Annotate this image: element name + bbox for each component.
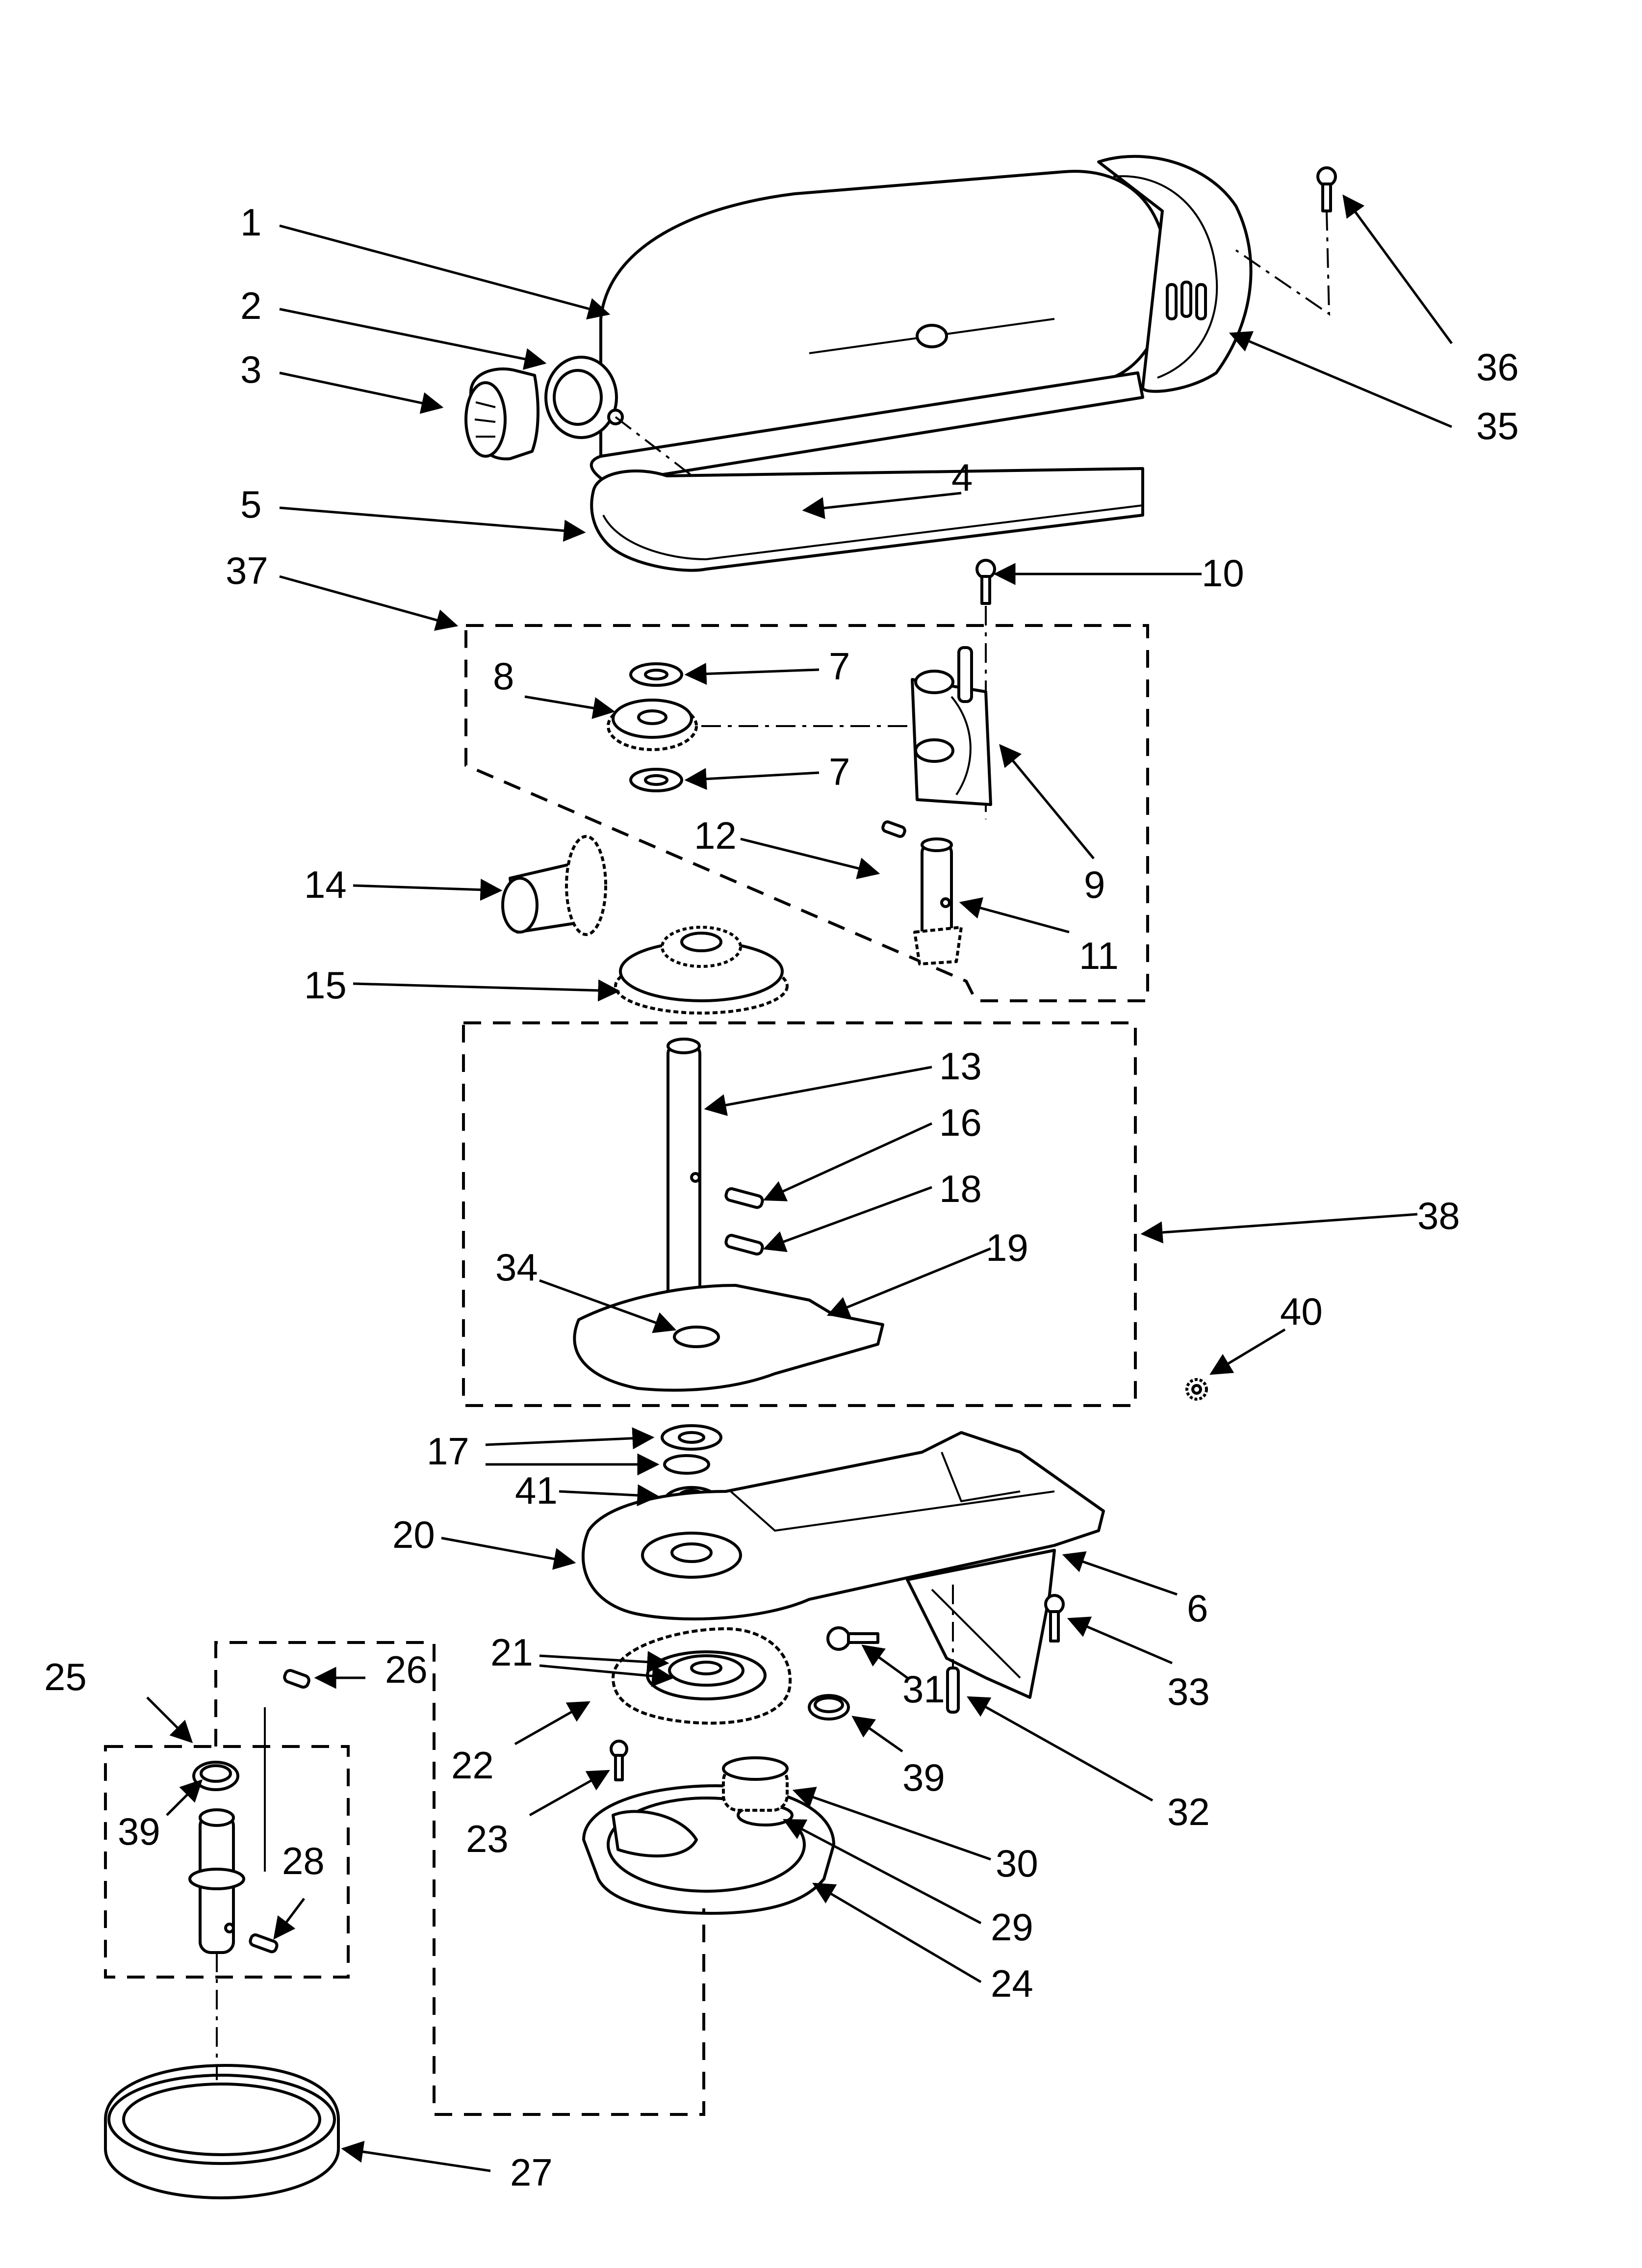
- pinion-gear-30: [722, 1756, 789, 1812]
- washer-7-bottom: [629, 768, 683, 792]
- callout-37: 37: [226, 549, 268, 592]
- bevel-gear-group-outline: [214, 1641, 705, 2116]
- leader-lines: [146, 194, 1453, 2172]
- callout-2: 2: [240, 284, 261, 327]
- gear-14: [501, 835, 607, 936]
- callout-8: 8: [493, 654, 514, 698]
- trim-band: [590, 467, 1144, 572]
- callout-20: 20: [392, 1513, 435, 1556]
- callout-13: 13: [939, 1044, 982, 1088]
- callout-32: 32: [1167, 1790, 1210, 1833]
- screw-23: [610, 1740, 628, 1781]
- washers-17: [661, 1424, 722, 1475]
- washers-21: [668, 1654, 744, 1687]
- rear-cap: [1097, 155, 1253, 393]
- gear-housing-20: [581, 1431, 1105, 1620]
- callout-22: 22: [451, 1744, 494, 1787]
- gear-case-cover-24: [582, 1784, 835, 1915]
- callout-17: 17: [427, 1430, 469, 1473]
- callout-26: 26: [385, 1648, 428, 1691]
- gear-15: [614, 926, 789, 1015]
- callout-34: 34: [495, 1246, 538, 1289]
- callout-labels: 1 2 3 4 5 6 7 7 8 9 10 11 12 13 14 15 16…: [44, 201, 1519, 2194]
- callout-31: 31: [902, 1668, 945, 1711]
- screw-31: [826, 1626, 879, 1651]
- callout-39a: 39: [902, 1756, 945, 1799]
- gear-8: [607, 699, 912, 751]
- callout-11: 11: [1079, 934, 1119, 977]
- callout-15: 15: [304, 964, 347, 1007]
- pin-12: [881, 820, 906, 838]
- callout-38: 38: [1417, 1194, 1460, 1237]
- callout-19: 19: [986, 1226, 1028, 1269]
- motor-housing: [590, 170, 1169, 485]
- callout-3: 3: [240, 348, 261, 391]
- callout-12: 12: [694, 814, 737, 857]
- callout-28: 28: [282, 1839, 325, 1882]
- callout-25: 25: [44, 1655, 87, 1698]
- shaft-group-box: [462, 1021, 1137, 1407]
- callout-24: 24: [991, 1962, 1033, 2005]
- beater-shaft: [188, 1808, 245, 1954]
- worm-shaft-11: [913, 837, 963, 965]
- gear-bracket-9: [911, 646, 992, 806]
- callout-30: 30: [996, 1842, 1038, 1885]
- callout-1: 1: [240, 201, 261, 244]
- pin-28: [249, 1933, 279, 1954]
- callout-21: 21: [490, 1631, 533, 1674]
- callout-27: 27: [510, 2151, 553, 2194]
- callout-7a: 7: [829, 645, 850, 688]
- callout-23: 23: [466, 1817, 509, 1860]
- callout-18: 18: [939, 1167, 982, 1210]
- ring-39-left: [192, 1761, 239, 1791]
- hub-cap: [464, 367, 539, 461]
- callout-6: 6: [1187, 1587, 1208, 1630]
- motor-base-bracket-6: [906, 1549, 1056, 1699]
- callout-16: 16: [939, 1101, 982, 1144]
- attachment-hub: [544, 356, 624, 439]
- gasket-19: [573, 1284, 884, 1392]
- pin-26: [264, 1668, 310, 1872]
- screw-33: [1044, 1594, 1065, 1642]
- callout-10: 10: [1202, 551, 1244, 595]
- pin-32: [946, 1585, 960, 1714]
- planetary-shaft-13: [667, 1038, 701, 1306]
- star-washer-40: [1185, 1378, 1208, 1401]
- callout-39b: 39: [118, 1810, 160, 1853]
- callout-14: 14: [304, 863, 347, 906]
- callout-29: 29: [991, 1905, 1033, 1949]
- pin-16: [724, 1187, 764, 1209]
- screw-36: [1235, 166, 1337, 316]
- callout-4: 4: [951, 456, 973, 499]
- callout-35: 35: [1476, 404, 1519, 447]
- callout-36: 36: [1476, 345, 1519, 389]
- beater-shaft-box: [104, 1745, 350, 1979]
- callout-41: 41: [515, 1469, 558, 1512]
- callout-9: 9: [1084, 863, 1105, 906]
- trim-band-27: [104, 1953, 340, 2199]
- callout-5: 5: [240, 483, 261, 526]
- callout-33: 33: [1167, 1670, 1210, 1713]
- gear-group-box: [464, 624, 1149, 1002]
- pin-18: [724, 1234, 764, 1256]
- retaining-ring-39: [808, 1694, 850, 1721]
- callout-7b: 7: [829, 750, 850, 793]
- washer-7-top: [629, 662, 683, 687]
- callout-40: 40: [1280, 1290, 1323, 1333]
